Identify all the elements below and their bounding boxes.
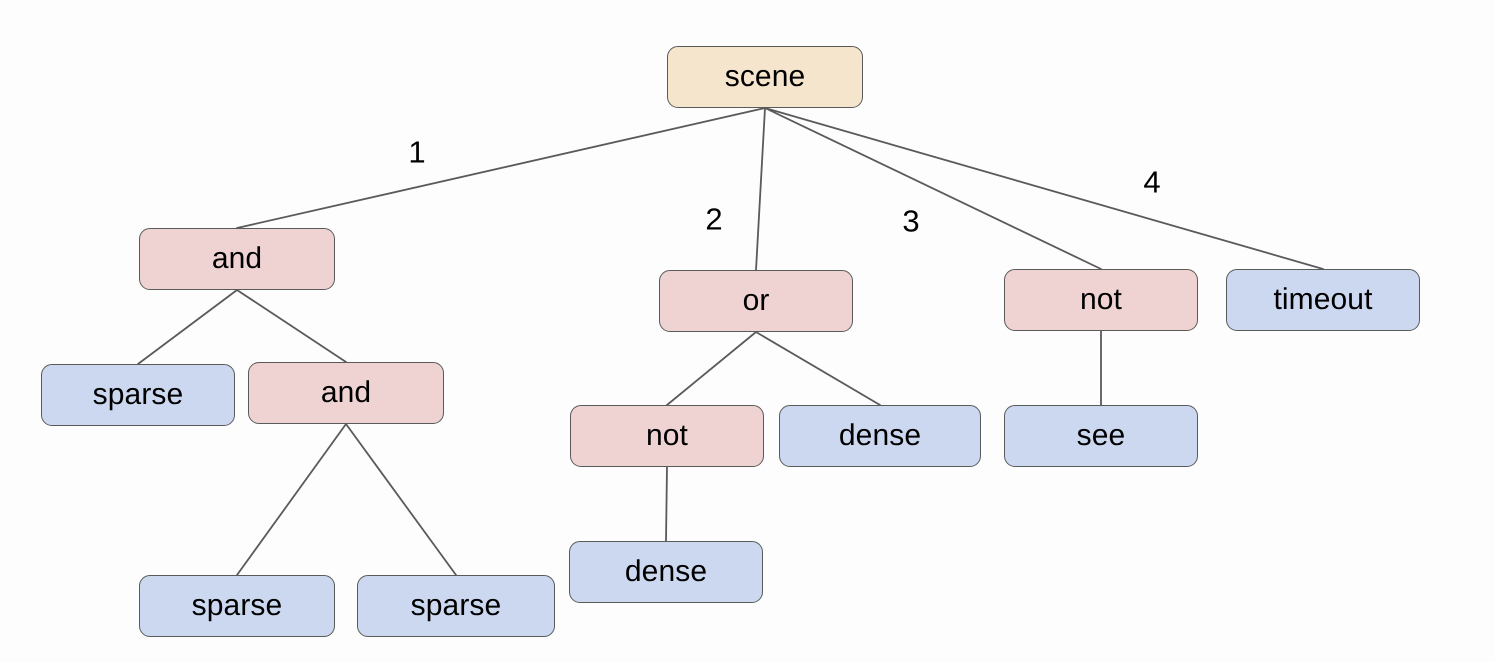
tree-edge-scene-to-timeout1 xyxy=(764,107,1324,270)
tree-node-scene[interactable]: scene xyxy=(667,46,863,108)
tree-node-see1[interactable]: see xyxy=(1004,405,1198,467)
tree-edge-and2-to-sparse2 xyxy=(236,423,347,576)
tree-node-sparse3[interactable]: sparse xyxy=(357,575,555,637)
edge-label-2: 2 xyxy=(705,201,723,237)
tree-node-and1[interactable]: and xyxy=(139,228,335,290)
tree-node-dense2[interactable]: dense xyxy=(569,541,763,603)
tree-node-and2[interactable]: and xyxy=(248,362,444,424)
edge-label-4: 4 xyxy=(1143,164,1161,200)
tree-node-or1[interactable]: or xyxy=(659,270,853,332)
tree-edge-scene-to-not2 xyxy=(764,107,1102,270)
tree-node-sparse2[interactable]: sparse xyxy=(139,575,335,637)
tree-edge-scene-to-or1 xyxy=(755,107,766,271)
tree-node-dense1[interactable]: dense xyxy=(779,405,981,467)
tree-edge-not1-to-dense2 xyxy=(665,466,668,542)
tree-edge-or1-to-dense1 xyxy=(755,331,881,406)
tree-node-not2[interactable]: not xyxy=(1004,269,1198,331)
edge-label-3: 3 xyxy=(902,203,920,239)
tree-node-not1[interactable]: not xyxy=(570,405,764,467)
tree-edge-and2-to-sparse3 xyxy=(345,423,457,576)
tree-edge-and1-to-sparse1 xyxy=(137,289,238,365)
tree-edge-scene-to-and1 xyxy=(236,107,766,229)
tree-node-sparse1[interactable]: sparse xyxy=(41,364,235,426)
edge-label-1: 1 xyxy=(408,134,426,170)
tree-node-timeout1[interactable]: timeout xyxy=(1226,269,1420,331)
tree-edge-and1-to-and2 xyxy=(236,289,347,363)
tree-edge-or1-to-not1 xyxy=(666,331,757,406)
